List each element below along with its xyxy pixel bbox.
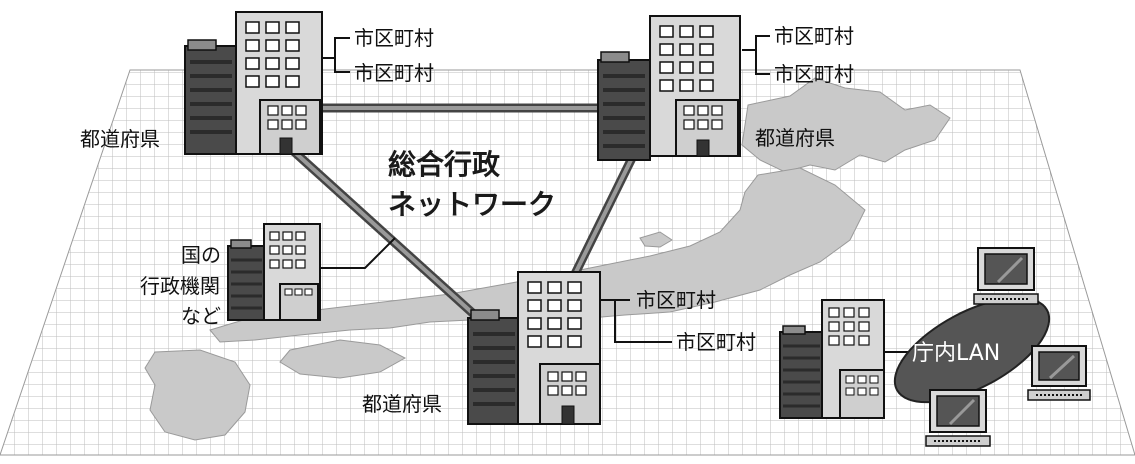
diagram-title-line1: 総合行政 [388, 148, 500, 181]
tr-branch-connector [742, 35, 770, 75]
center-branch-connector [600, 299, 672, 343]
connector-lines [318, 35, 915, 353]
label-muni-top-left-2: 市区町村 [354, 61, 434, 85]
label-pref-top-left: 都道府県 [80, 127, 160, 151]
label-pref-top-right: 都道府県 [755, 126, 835, 150]
network-links [286, 103, 637, 322]
island-small-shape [639, 231, 673, 248]
label-lan: 庁内LAN [912, 341, 1000, 366]
honshu-shape [209, 167, 866, 343]
computer-icon-right [1027, 345, 1091, 401]
japan-map [144, 77, 951, 441]
label-pref-center: 都道府県 [362, 392, 442, 416]
computer-icon-top [973, 247, 1039, 305]
label-national-line3: など [181, 304, 221, 328]
building-lan [779, 299, 885, 419]
label-muni-center-2: 市区町村 [676, 330, 756, 354]
computer-icon-bottom [925, 389, 991, 447]
diagram-title-line2: ネットワーク [388, 188, 556, 221]
tl-branch-connector [322, 37, 350, 73]
label-national-line1: 国の [181, 243, 221, 267]
label-national-line2: 行政機関 [140, 274, 220, 298]
building-center [467, 271, 601, 425]
label-muni-top-left-1: 市区町村 [354, 26, 434, 50]
building-national [227, 223, 321, 321]
kyushu-shape [144, 349, 251, 441]
shikoku-shape [279, 339, 407, 379]
label-muni-top-right-1: 市区町村 [774, 24, 854, 48]
label-muni-top-right-2: 市区町村 [774, 62, 854, 86]
national-connector [318, 237, 396, 269]
building-top-right [597, 15, 741, 161]
lan-ellipse [893, 296, 1051, 404]
hokkaido-shape [741, 77, 951, 173]
label-muni-center-1: 市区町村 [636, 288, 716, 312]
building-top-left [184, 11, 323, 155]
